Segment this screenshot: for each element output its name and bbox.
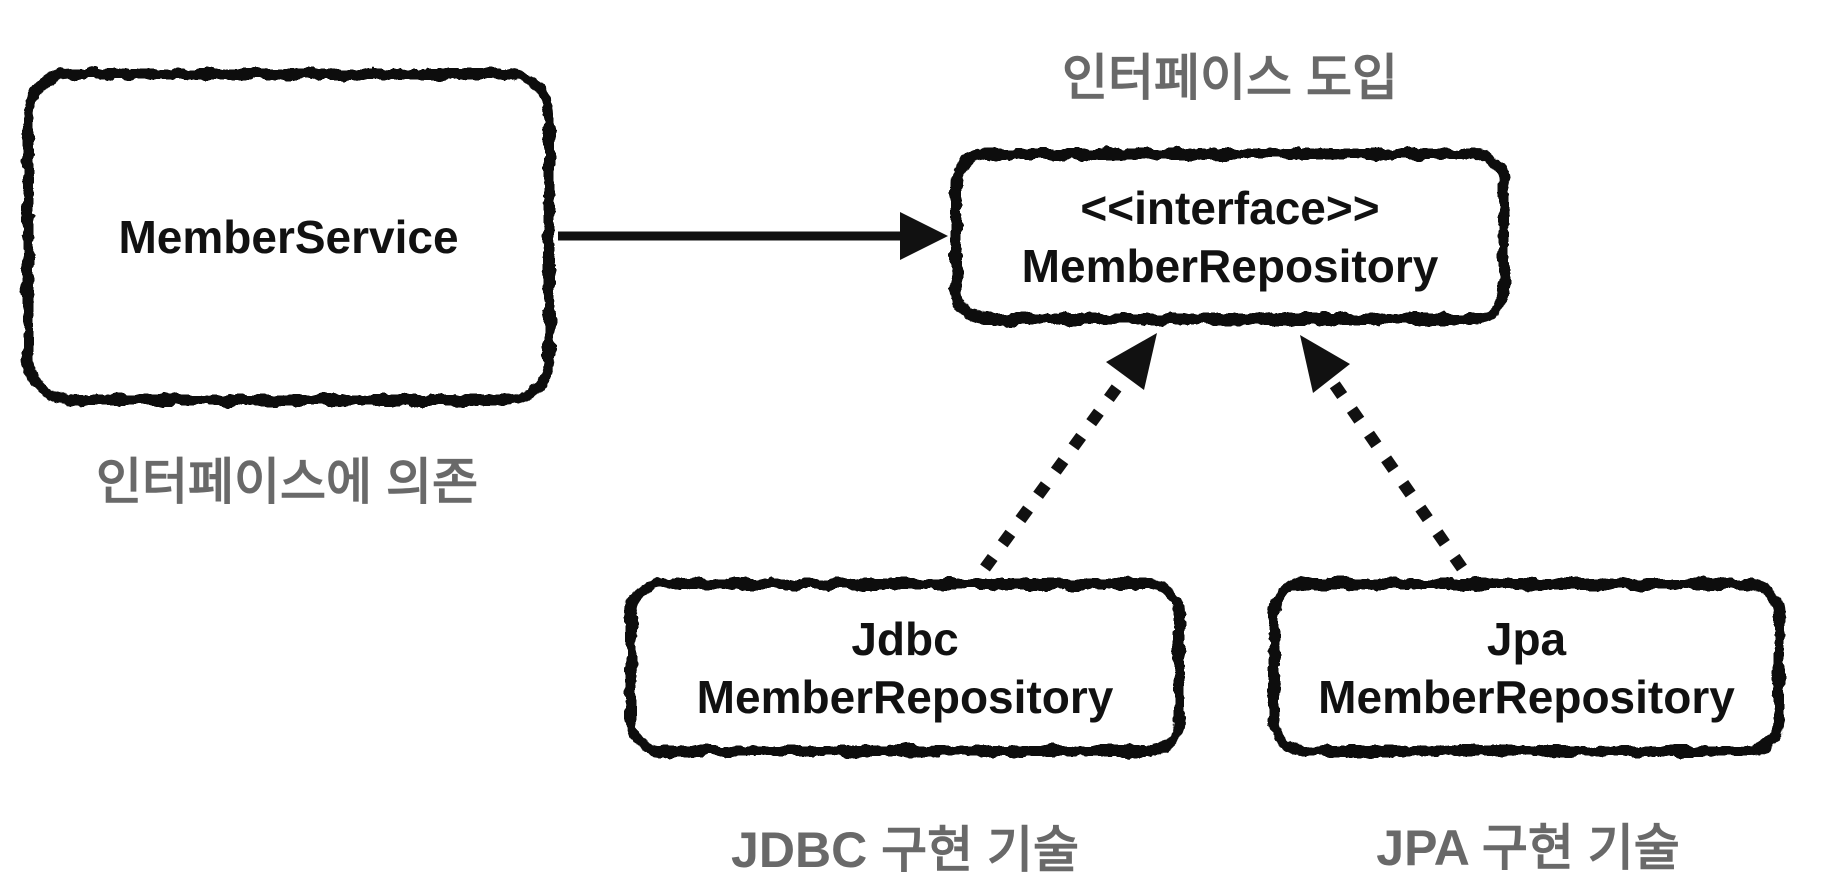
jpa-implements-arrow	[1300, 335, 1467, 572]
jdbc-member-repository-box	[625, 578, 1185, 757]
dependency-arrow	[558, 212, 948, 260]
jdbc-implements-arrow	[980, 333, 1157, 572]
member-repository-interface-box	[950, 148, 1510, 325]
member-service-box	[22, 68, 555, 406]
jpa-member-repository-box	[1268, 578, 1785, 757]
